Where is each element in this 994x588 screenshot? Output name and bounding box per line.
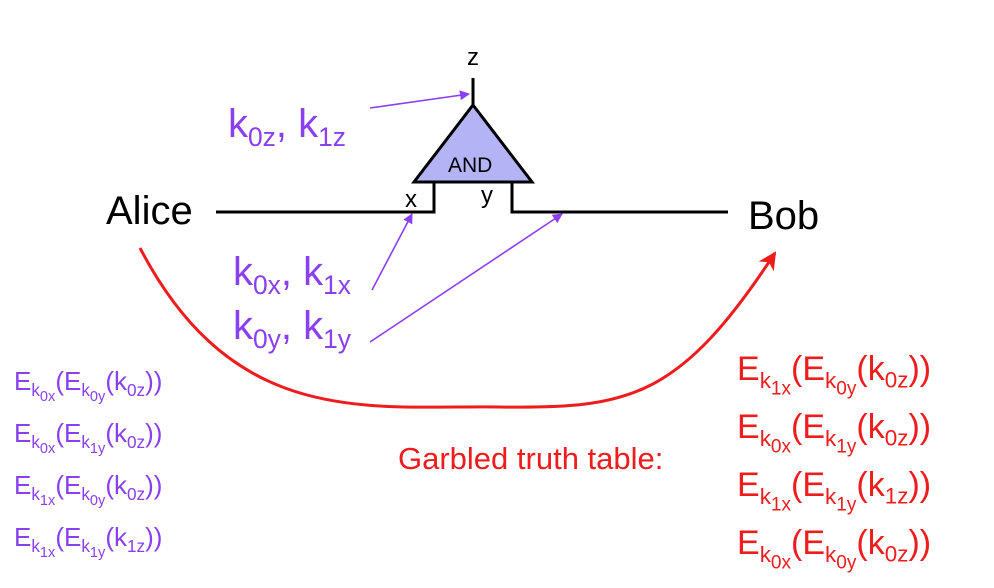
- input-x-keys: k0x, k1x: [233, 250, 351, 300]
- transfer-arrow: [138, 247, 777, 409]
- key-arrow-x: [371, 213, 413, 291]
- input-x-label: x: [405, 186, 417, 213]
- truth-table-row: Ek0x(Ek0y(k0z)): [737, 524, 932, 574]
- truth-table-row: Ek1x(Ek0y(k0z)): [14, 470, 163, 509]
- key-arrow-y: [369, 213, 563, 343]
- input-y-keys: k0y, k1y: [233, 304, 351, 354]
- truth-table-row: Ek0x(Ek0y(k0z)): [14, 366, 163, 405]
- truth-table-row: Ek1x(Ek0y(k0z)): [737, 350, 932, 400]
- output-keys: k0z, k1z: [228, 102, 346, 152]
- truth-table-row: Ek1x(Ek1y(k1z)): [14, 522, 163, 561]
- alice-label: Alice: [106, 189, 193, 233]
- input-y-label: y: [481, 182, 493, 209]
- and-gate: [410, 102, 536, 184]
- bob-label: Bob: [748, 194, 820, 238]
- wire-y: [510, 182, 728, 214]
- garbled-caption: Garbled truth table:: [398, 441, 664, 476]
- truth-table-row: Ek0x(Ek1y(k0z)): [737, 408, 932, 458]
- wire-x: [216, 182, 436, 214]
- truth-table-row: Ek0x(Ek1y(k0z)): [14, 418, 163, 457]
- truth-table-row: Ek1x(Ek1y(k1z)): [737, 466, 932, 516]
- gate-label: AND: [448, 154, 493, 177]
- key-arrow-z: [369, 90, 470, 109]
- output-z-label: z: [467, 44, 479, 71]
